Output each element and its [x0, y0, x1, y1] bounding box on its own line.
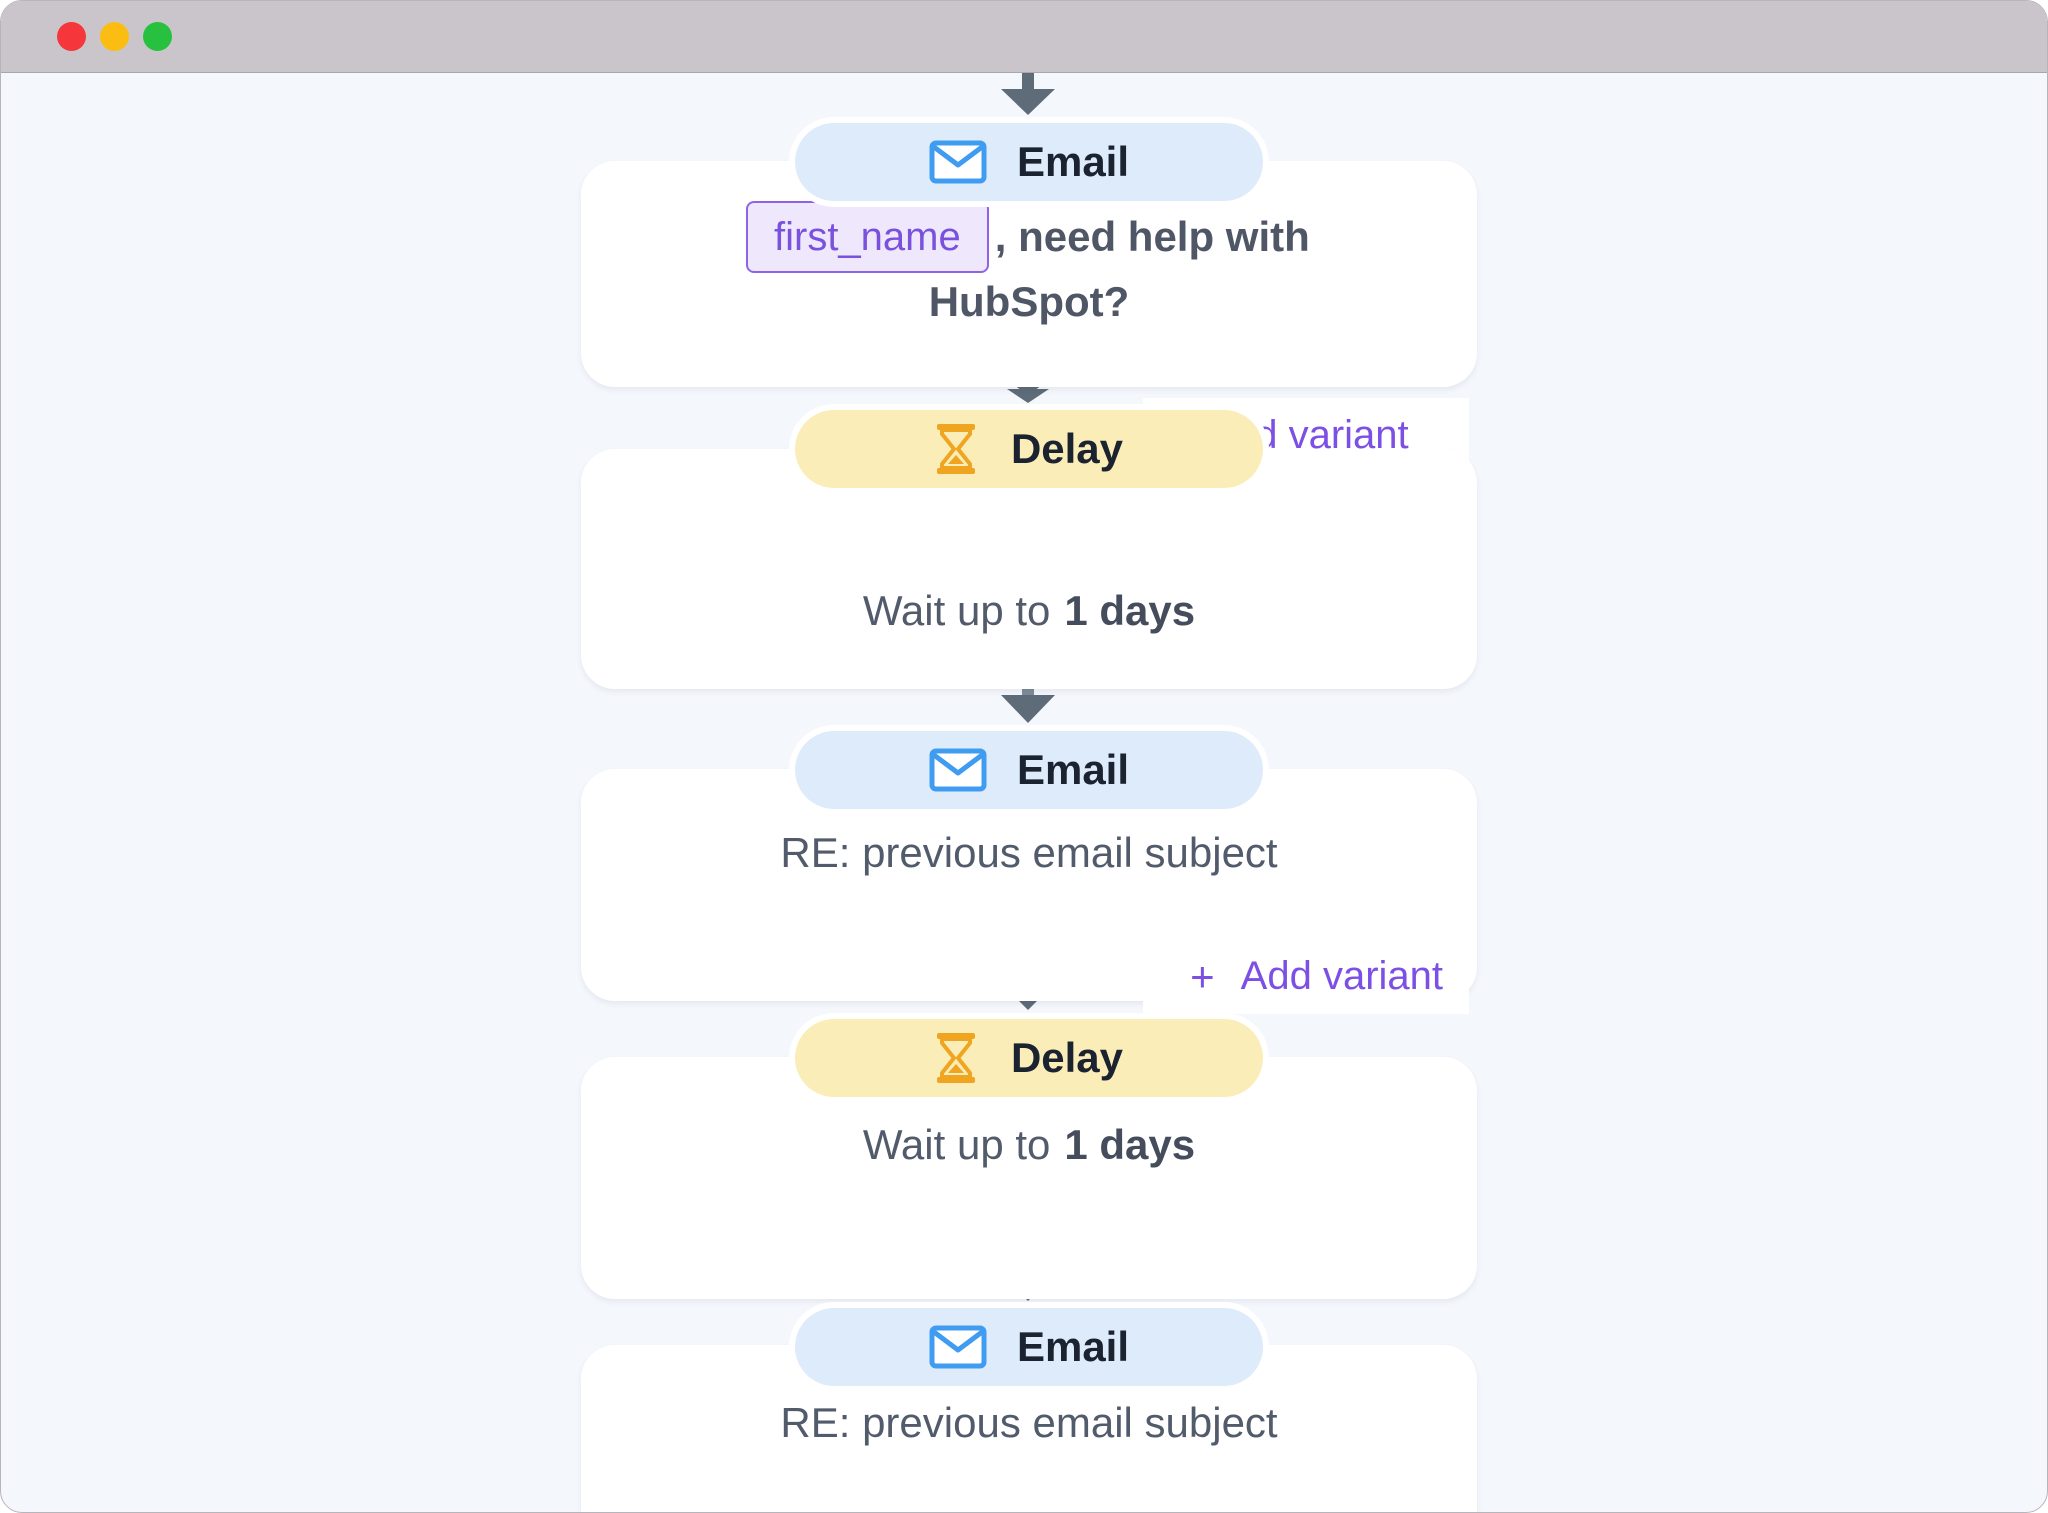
email-step-header-2[interactable]: Email	[795, 731, 1263, 809]
delay-step-header-2[interactable]: Delay	[795, 1019, 1263, 1097]
delay-prefix: Wait up to	[862, 1121, 1051, 1168]
delay-text: Wait up to 1 days	[581, 1121, 1477, 1169]
connector-arrow-top	[1001, 73, 1055, 115]
delay-step-label: Delay	[1010, 425, 1124, 472]
hourglass-icon	[936, 424, 975, 474]
hourglass-icon	[936, 1033, 975, 1083]
add-variant-button-2[interactable]: + Add variant	[1143, 939, 1469, 1014]
delay-step-card-2[interactable]: Wait up to 1 days	[581, 1057, 1477, 1299]
plus-icon: +	[1190, 952, 1215, 1000]
email-step-label: Email	[1016, 746, 1130, 793]
email-subject-text: , need help with	[994, 213, 1310, 260]
title-bar	[1, 1, 2047, 73]
maximize-window-button[interactable]	[143, 22, 172, 51]
delay-prefix: Wait up to	[862, 587, 1051, 634]
close-window-button[interactable]	[57, 22, 86, 51]
mail-icon	[929, 748, 987, 792]
email-subject-line: first_name , need help with	[746, 201, 1310, 273]
delay-value: 1 days	[1064, 1121, 1196, 1168]
email-step-header-1[interactable]: Email	[795, 123, 1263, 201]
sequence-canvas: first_name , need help with HubSpot? Ema…	[1, 73, 2047, 1512]
mail-icon	[929, 140, 987, 184]
mail-icon	[929, 1325, 987, 1369]
email-subject-text: RE: previous email subject	[780, 829, 1278, 876]
email-step-label: Email	[1016, 138, 1130, 185]
delay-step-card-1[interactable]: Wait up to 1 days	[581, 449, 1477, 689]
email-subject-text: RE: previous email subject	[780, 1399, 1278, 1446]
add-variant-label: Add variant	[1240, 954, 1443, 998]
email-step-label: Email	[1016, 1323, 1130, 1370]
email-step-header-3[interactable]: Email	[795, 1308, 1263, 1386]
delay-step-header-1[interactable]: Delay	[795, 410, 1263, 488]
delay-value: 1 days	[1064, 587, 1196, 634]
delay-step-label: Delay	[1010, 1034, 1124, 1081]
minimize-window-button[interactable]	[100, 22, 129, 51]
first-name-token[interactable]: first_name	[746, 201, 989, 273]
email-subject-text-line2: HubSpot?	[928, 278, 1130, 325]
delay-text: Wait up to 1 days	[581, 587, 1477, 635]
